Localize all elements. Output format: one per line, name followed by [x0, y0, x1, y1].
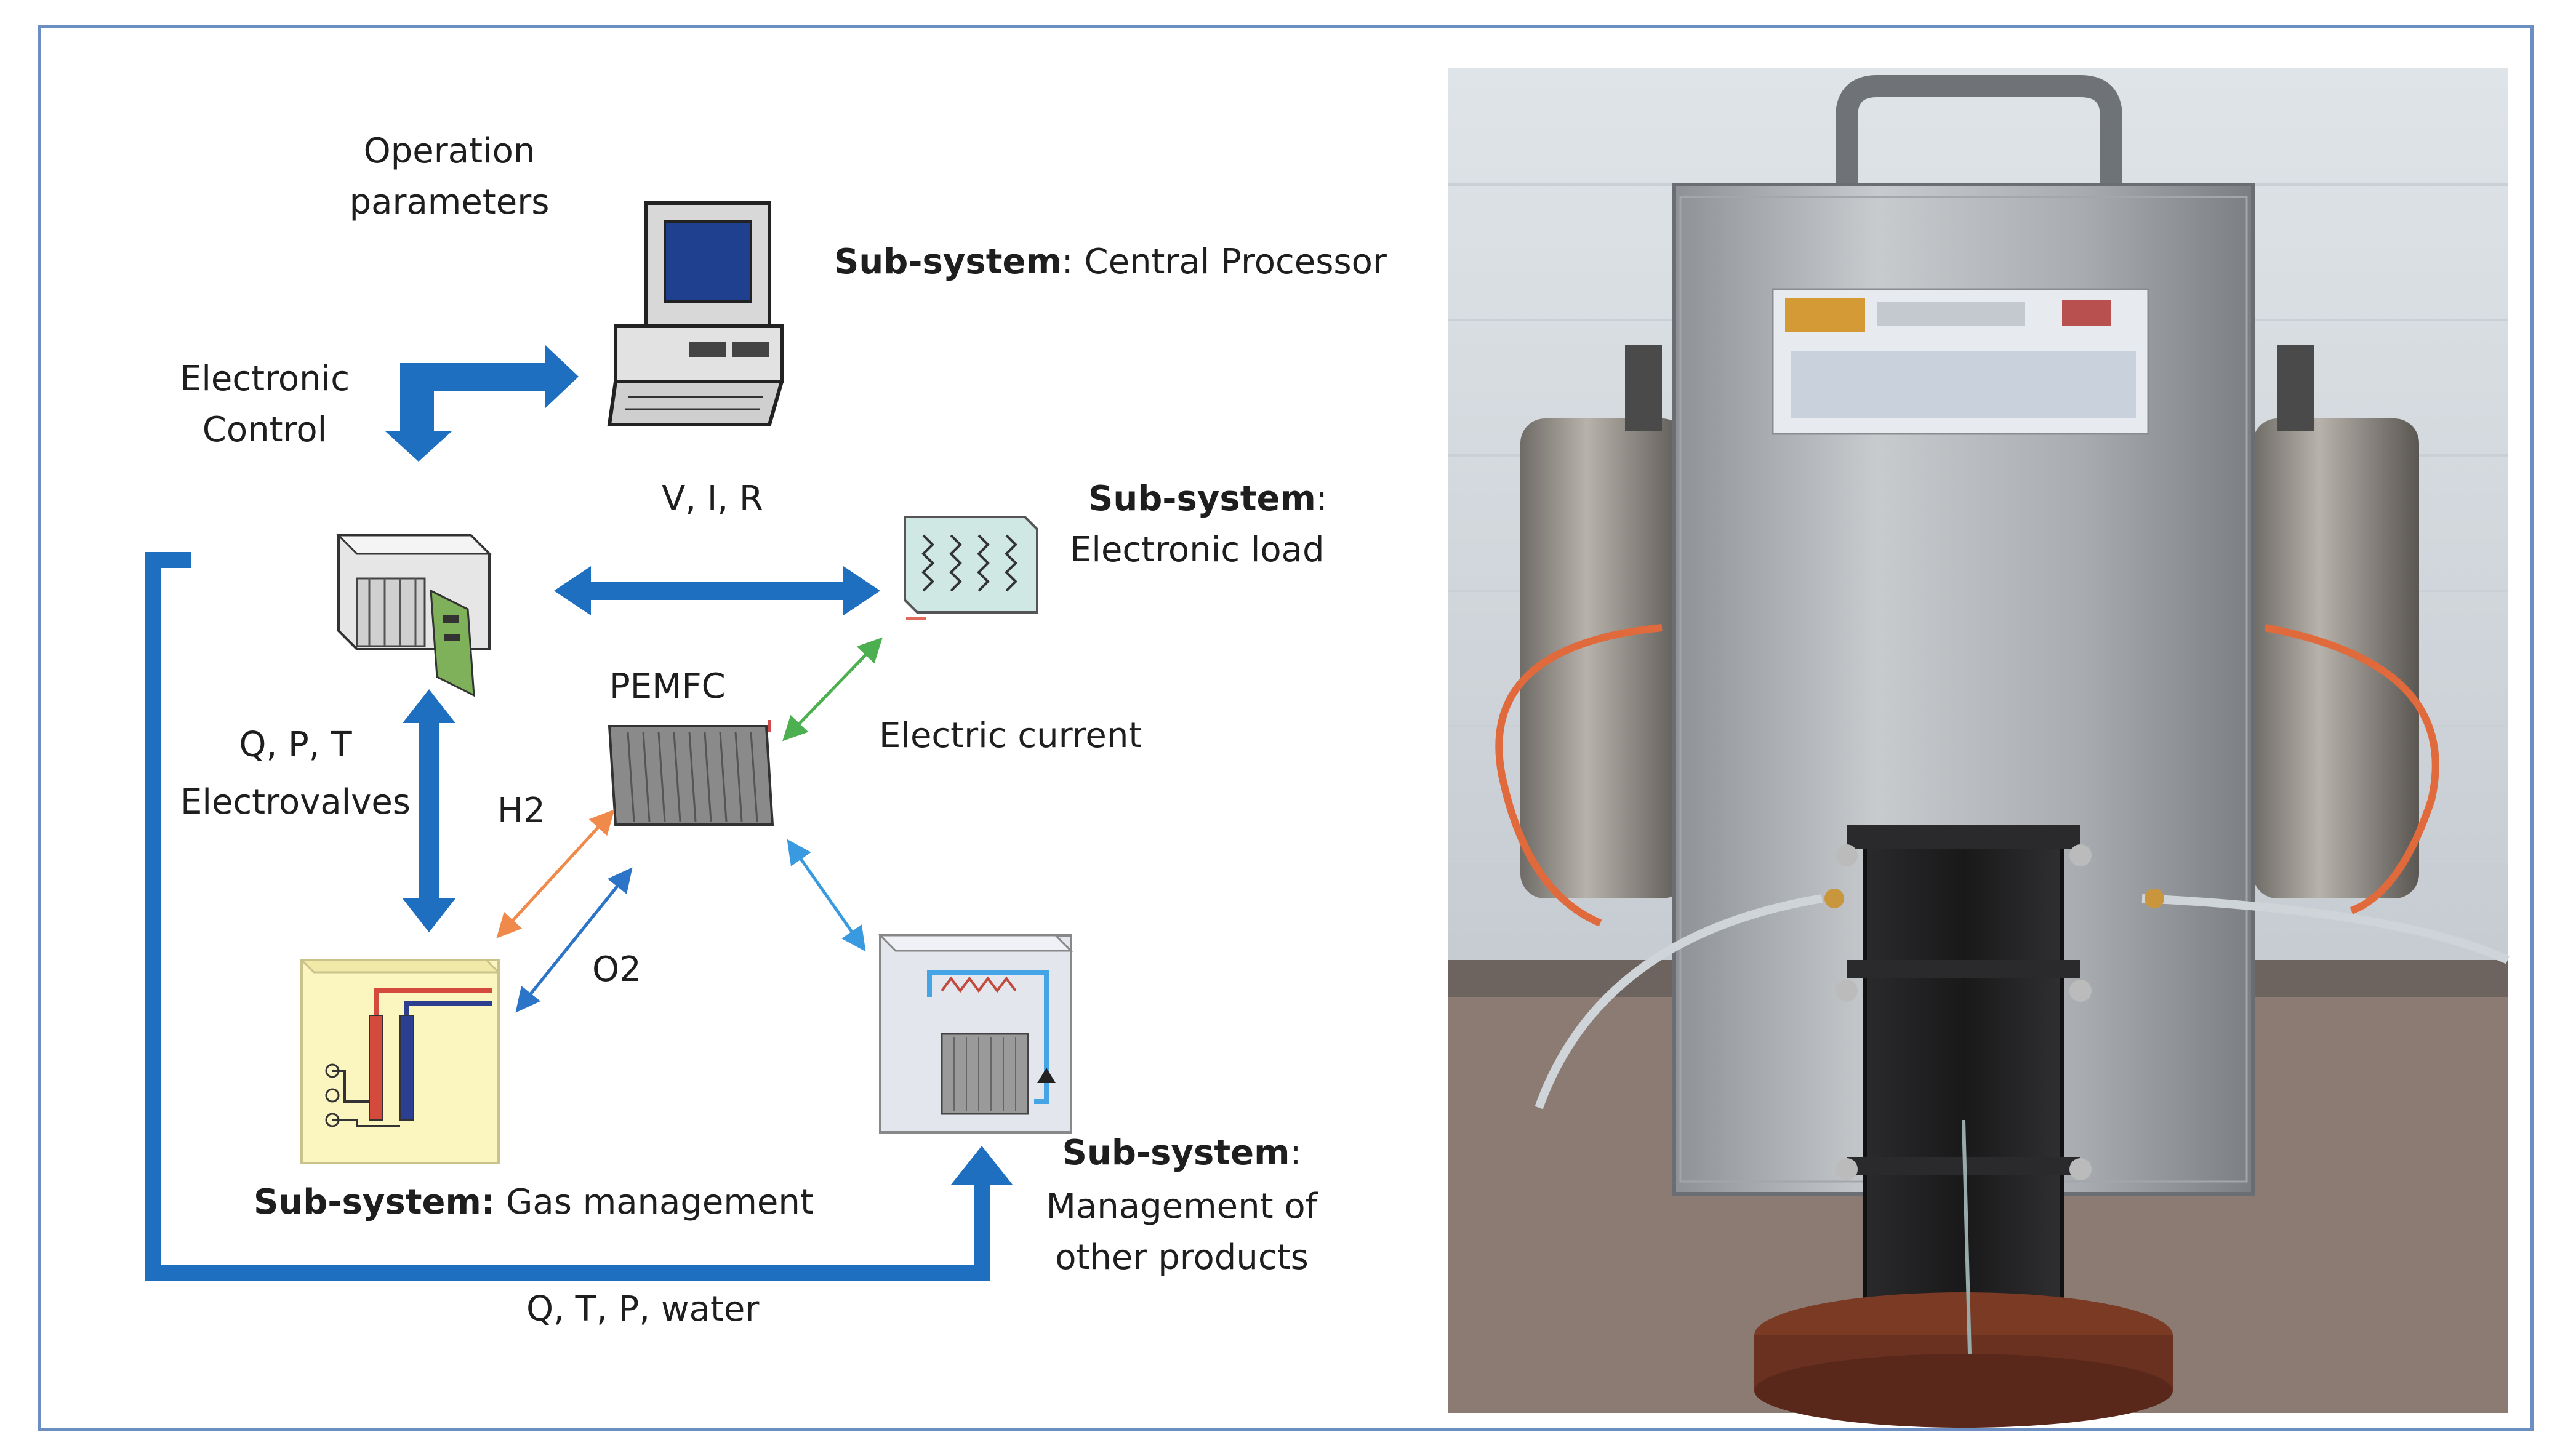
other-products-line-1: Sub-system: — [1034, 1131, 1330, 1176]
electric-current-label: Electric current — [879, 716, 1142, 756]
other-products-colon: : — [1290, 1133, 1302, 1173]
gas-management-bold: Sub-system: — [254, 1182, 496, 1222]
qpt-label: Q, P, T — [239, 725, 352, 765]
h2-label: H2 — [497, 791, 545, 831]
other-products-icon — [878, 934, 1073, 1134]
electrovalves-label: Electrovalves — [180, 782, 411, 822]
other-products-line-2: Management of — [1046, 1186, 1318, 1226]
qpt-double-arrow — [403, 689, 455, 932]
h2-arrow — [496, 809, 615, 938]
operation-parameters-label: Operation parameters — [320, 129, 579, 225]
water-arrow — [787, 839, 866, 952]
electronic-load-icon — [904, 516, 1038, 620]
operation-parameters-line-2: parameters — [349, 182, 550, 222]
electronic-control-label: Electronic Control — [154, 357, 375, 453]
electronic-load-line-1: Sub-system: — [1070, 477, 1328, 522]
pemfc-label: PEMFC — [609, 666, 726, 706]
other-products-bold: Sub-system — [1062, 1133, 1290, 1173]
electronic-control-line-2: Control — [202, 409, 327, 450]
vir-double-arrow — [554, 566, 880, 615]
electric-current-arrow — [782, 637, 883, 742]
control-rack-icon — [336, 534, 492, 697]
pemfc-stack-icon — [608, 720, 774, 826]
electronic-control-arrow — [385, 345, 579, 462]
o2-arrow — [515, 867, 633, 1013]
gas-management-icon — [299, 959, 501, 1164]
electronic-load-colon: : — [1315, 479, 1328, 519]
electronic-load-bold: Sub-system — [1088, 479, 1316, 519]
other-products-label: Sub-system: Management of other products — [1034, 1131, 1330, 1280]
qtp-water-label: Q, T, P, water — [526, 1289, 760, 1329]
gas-management-label: Sub-system: Gas management — [254, 1180, 814, 1225]
central-processor-label-bold: Sub-system — [834, 242, 1062, 282]
operation-parameters-line-1: Operation — [363, 131, 536, 171]
other-products-line-3: other products — [1055, 1237, 1309, 1278]
figure-frame — [38, 25, 2534, 1431]
o2-label: O2 — [592, 950, 641, 990]
qpt-electrovalves-label: Q, P, T Electrovalves — [166, 723, 425, 825]
gas-management-rest: Gas management — [495, 1182, 814, 1222]
vir-label: V, I, R — [662, 479, 763, 519]
pemfc-test-station-photo — [1448, 68, 2510, 1428]
central-processor-label: Sub-system: Central Processor — [834, 240, 1387, 285]
electronic-load-label: Sub-system: Electronic load — [1070, 477, 1328, 573]
central-processor-label-rest: : Central Processor — [1061, 242, 1387, 282]
water-loop-arrow — [145, 552, 1013, 1281]
computer-icon — [607, 201, 784, 426]
electronic-control-line-1: Electronic — [179, 359, 350, 399]
electronic-load-line-2: Electronic load — [1070, 529, 1325, 570]
